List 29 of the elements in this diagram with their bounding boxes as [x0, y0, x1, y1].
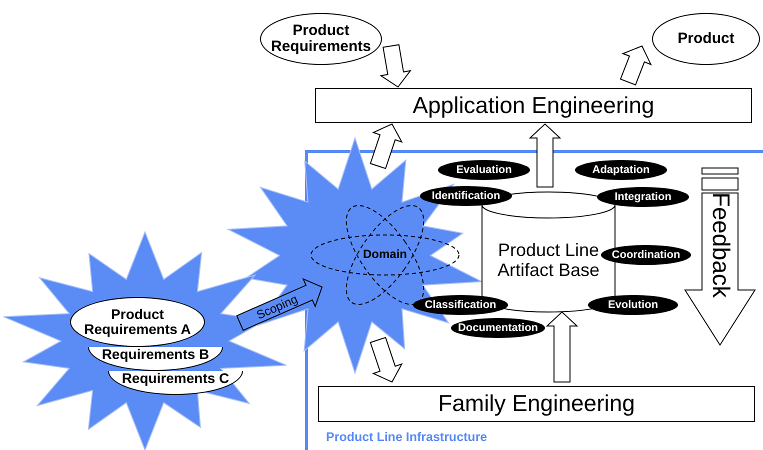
- node-label: Classification: [424, 298, 496, 312]
- block-arrow: [236, 278, 323, 331]
- arrow-label: Feedback: [706, 192, 734, 298]
- node-label: Requirements C: [122, 371, 230, 386]
- block-arrow: [528, 123, 562, 188]
- node-label: Product: [678, 30, 734, 48]
- node-label: Coordination: [612, 248, 680, 262]
- block-arrow: [370, 123, 403, 170]
- node-label: Evaluation: [456, 164, 512, 176]
- process-box: [315, 88, 752, 123]
- node-label: Documentation: [458, 322, 538, 334]
- block-arrow: [546, 311, 578, 382]
- node-label: Evolution: [608, 298, 658, 312]
- node-label: Product Requirements: [270, 22, 372, 56]
- node-label: Requirements B: [102, 347, 210, 362]
- node-label: Application Engineering: [412, 92, 654, 118]
- panel-title: Product Line Infrastructure: [326, 430, 488, 444]
- block-arrow: [370, 336, 403, 383]
- node-label: Family Engineering: [438, 391, 635, 417]
- node-label: Adaptation: [592, 164, 650, 176]
- block-arrow: [620, 45, 652, 86]
- process-box: [318, 386, 755, 422]
- node-label: Domain: [362, 248, 407, 262]
- activity-ellipse: [451, 318, 545, 338]
- requirements-ellipse: [260, 13, 382, 65]
- block-arrow: [380, 44, 412, 88]
- node-label: Identification: [432, 190, 500, 202]
- node-label: Product Requirements A: [83, 306, 192, 338]
- node-label: Integration: [614, 190, 672, 204]
